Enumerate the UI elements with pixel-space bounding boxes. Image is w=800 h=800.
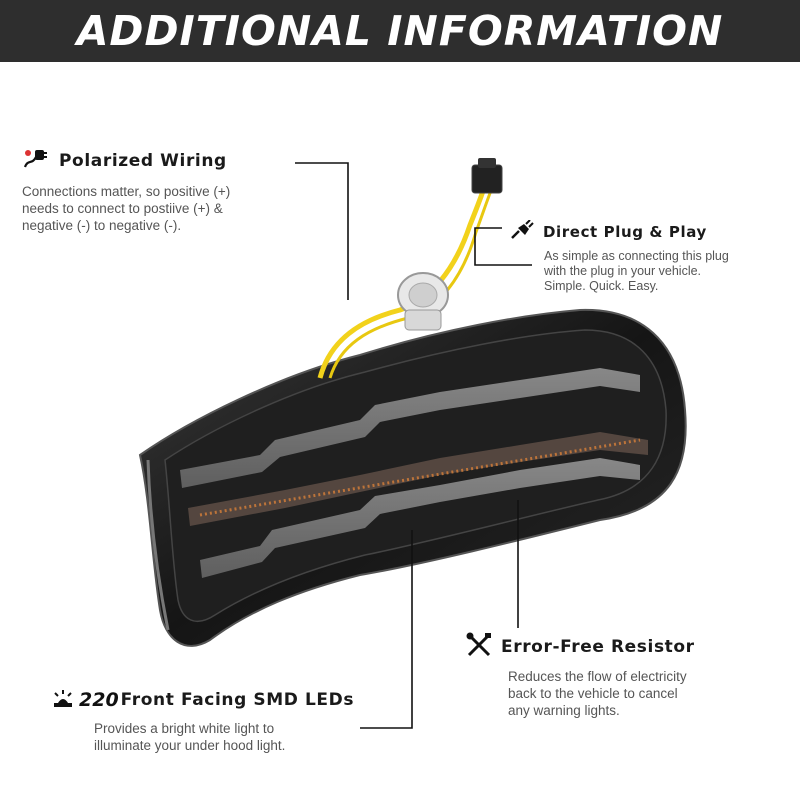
feature-description: Connections matter, so positive (+) need… [22,184,231,233]
feature-description: As simple as connecting this plug with t… [544,249,729,293]
feature-polarized-wiring: Polarized Wiring Connections matter, so … [22,147,230,234]
feature-title: Direct Plug & Play [543,223,707,241]
feature-title: Error-Free Resistor [501,637,695,657]
feature-title: Front Facing SMD LEDs [120,690,355,710]
wrench-screwdriver-icon [466,632,492,662]
light-icon [52,688,74,712]
plug-icon [510,219,534,244]
led-count: 220 [79,689,119,711]
feature-description: Provides a bright white light to illumin… [94,721,286,753]
feature-title: Polarized Wiring [59,151,227,171]
feature-smd-leds: 220 Front Facing SMD LEDs Provides a bri… [52,688,354,754]
page-title: ADDITIONAL INFORMATION [76,7,724,55]
plug-wire-icon [22,147,50,175]
feature-error-free-resistor: Error-Free Resistor Reduces the flow of … [466,632,695,719]
feature-description: Reduces the flow of electricity back to … [508,669,687,718]
feature-direct-plug-play: Direct Plug & Play As simple as connecti… [510,219,729,294]
header-banner: ADDITIONAL INFORMATION [0,0,800,62]
turn-signal-light-image [138,158,687,729]
